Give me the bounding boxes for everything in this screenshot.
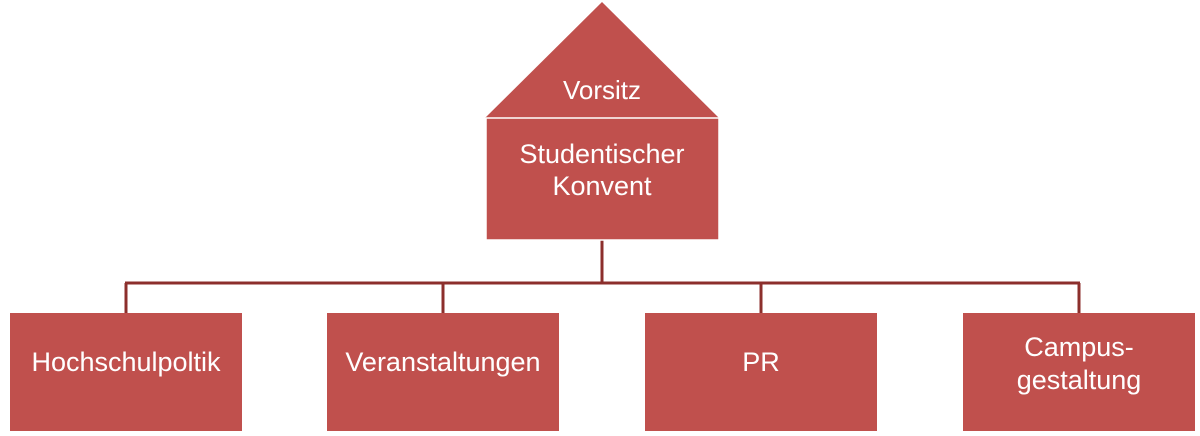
department-label: Veranstaltungen <box>345 347 540 377</box>
center-box <box>485 117 720 241</box>
department-node-1: Hochschulpoltik <box>10 313 242 431</box>
roof-node-vorsitz: Vorsitz <box>485 2 719 118</box>
department-label: PR <box>742 347 780 377</box>
department-node-4: Campus- gestaltung <box>963 313 1195 431</box>
department-box <box>327 313 559 431</box>
center-node-konvent: Studentischer Konvent <box>485 117 720 241</box>
department-label-line1: Campus- <box>1024 332 1134 362</box>
center-label-line1: Studentischer <box>519 139 684 169</box>
department-label: Hochschulpoltik <box>31 347 221 377</box>
department-node-3: PR <box>645 313 877 431</box>
center-label-line2: Konvent <box>552 171 652 201</box>
roof-label: Vorsitz <box>563 75 641 105</box>
department-box <box>963 313 1195 431</box>
connector-lines <box>124 240 1081 313</box>
department-box <box>10 313 242 431</box>
department-box <box>645 313 877 431</box>
department-node-2: Veranstaltungen <box>327 313 559 431</box>
department-label-line2: gestaltung <box>1017 365 1142 395</box>
roof-triangle <box>485 2 719 118</box>
